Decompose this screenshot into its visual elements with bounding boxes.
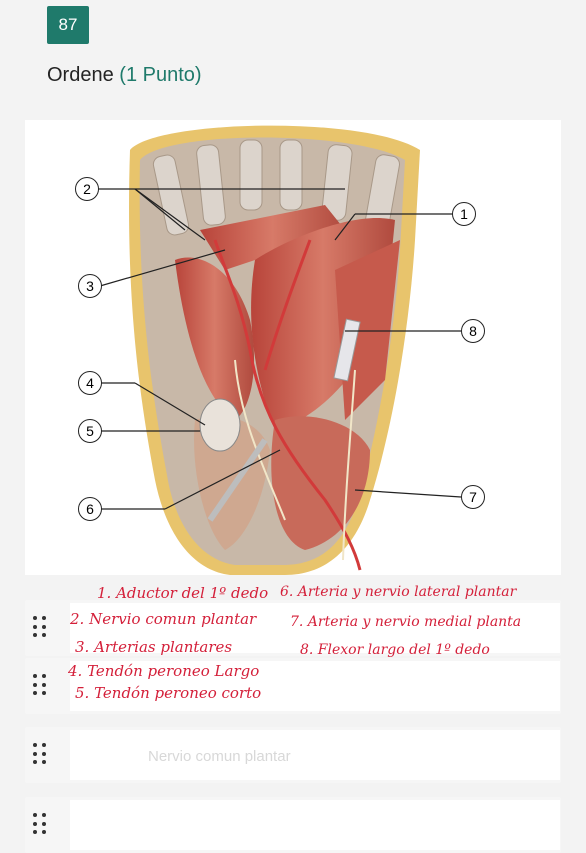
callout-6: 6 [78, 497, 102, 521]
foot-anatomy-illustration [97, 125, 465, 575]
question-title-text: Ordene [47, 64, 114, 86]
note-6: 6. Arteria y nervio lateral plantar [280, 584, 517, 600]
callout-3: 3 [78, 274, 102, 298]
callout-6-label: 6 [78, 497, 102, 521]
question-title: Ordene (1 Punto) [47, 64, 202, 87]
order-option-1[interactable] [25, 600, 561, 656]
callout-4: 4 [78, 371, 102, 395]
option-card[interactable] [70, 661, 560, 711]
option-card[interactable]: Nervio comun plantar [70, 730, 560, 780]
drag-handle-icon[interactable] [33, 813, 47, 835]
option-card[interactable] [70, 603, 560, 653]
option-card[interactable] [70, 800, 560, 850]
callout-2: 2 [75, 177, 99, 201]
question-number: 87 [47, 6, 89, 44]
option-label: Nervio comun plantar [148, 748, 291, 765]
drag-handle-icon[interactable] [33, 743, 47, 765]
callout-2-label: 2 [75, 177, 99, 201]
question-points: (1 Punto) [119, 64, 202, 86]
drag-handle-icon[interactable] [33, 616, 47, 638]
anatomy-figure: 1 2 3 4 5 6 7 8 [25, 120, 561, 575]
drag-handle-icon[interactable] [33, 674, 47, 696]
callout-1: 1 [452, 202, 476, 226]
callout-8-label: 8 [461, 319, 485, 343]
callout-3-label: 3 [78, 274, 102, 298]
order-option-2[interactable] [25, 658, 561, 714]
callout-7-label: 7 [461, 485, 485, 509]
callout-5: 5 [78, 419, 102, 443]
callout-4-label: 4 [78, 371, 102, 395]
order-option-3[interactable]: Nervio comun plantar [25, 727, 561, 783]
callout-1-label: 1 [452, 202, 476, 226]
callout-5-label: 5 [78, 419, 102, 443]
order-option-4[interactable] [25, 797, 561, 853]
callout-8: 8 [461, 319, 485, 343]
callout-7: 7 [461, 485, 485, 509]
